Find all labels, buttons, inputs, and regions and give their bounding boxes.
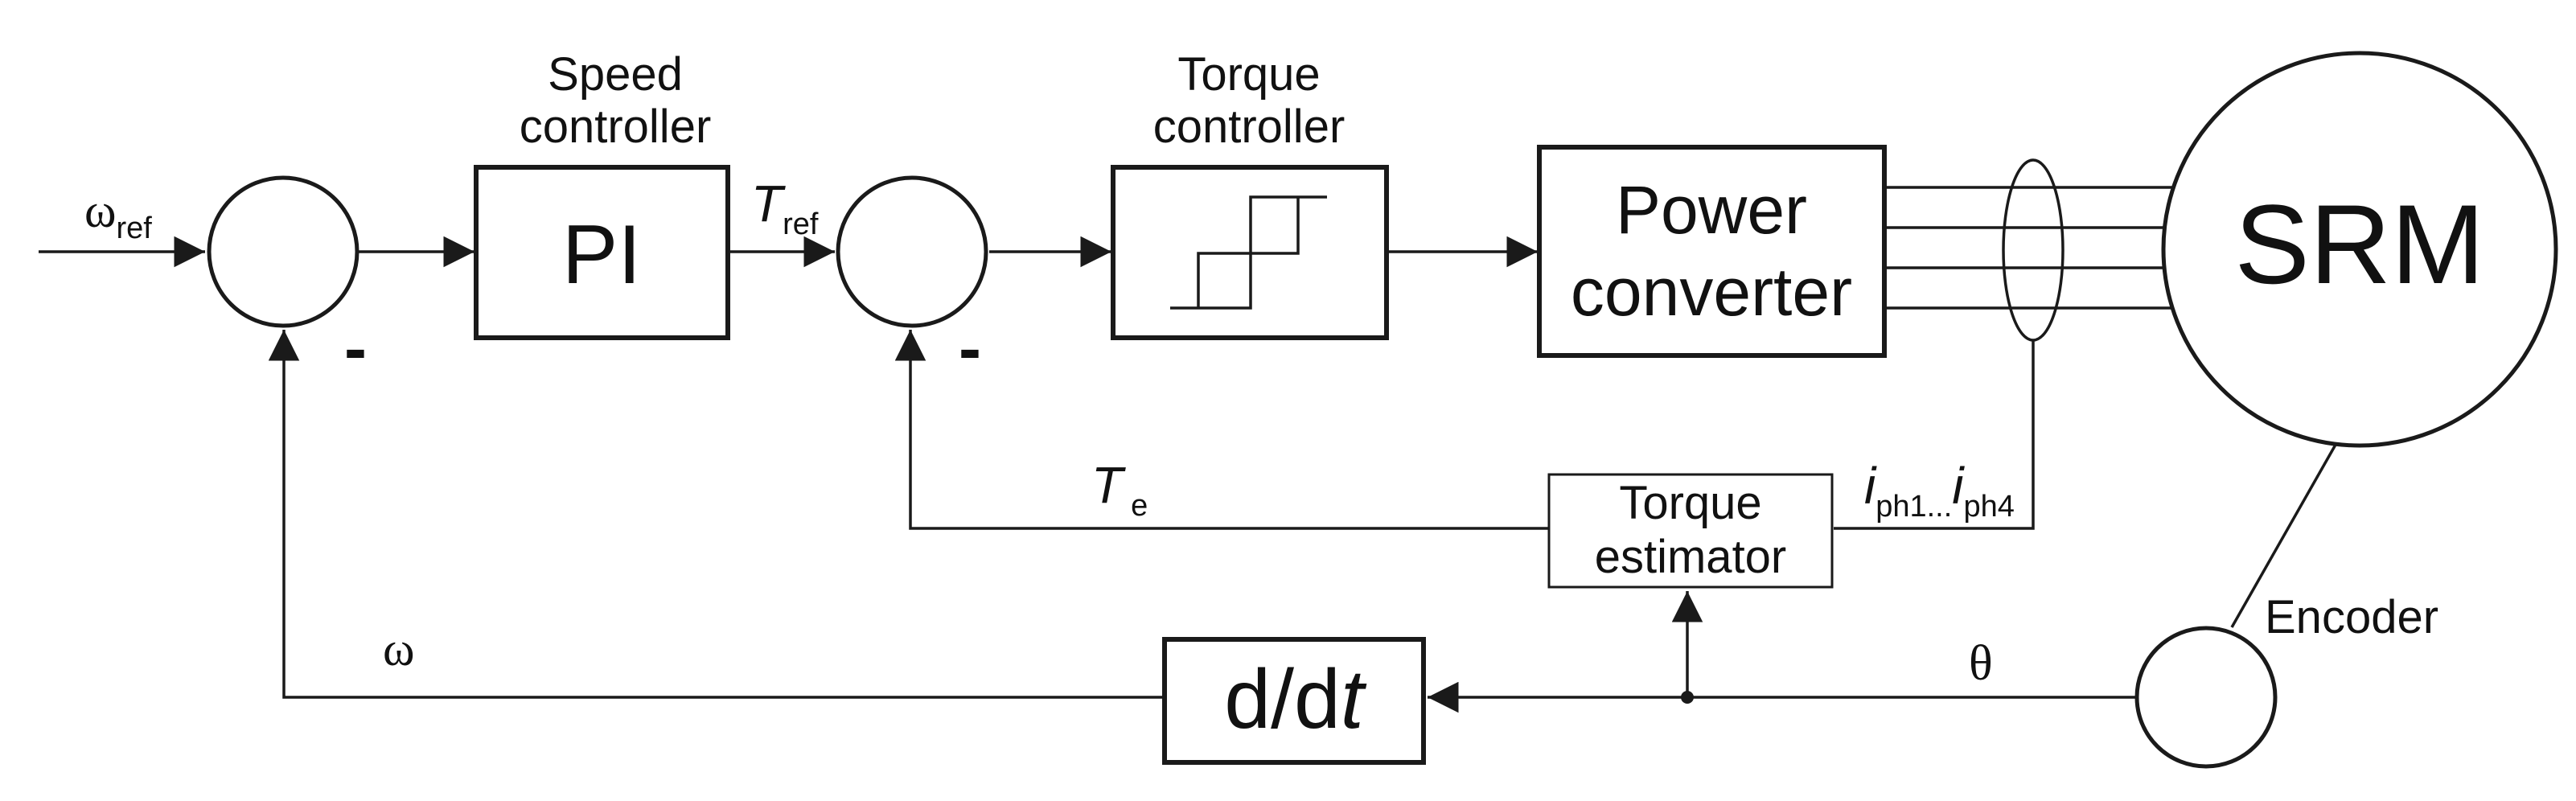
encoder-circle (2134, 626, 2278, 769)
speed-controller-caption-line2: controller (520, 101, 712, 153)
power-converter-block (1537, 145, 1887, 358)
torque-estimator-line2: estimator (1595, 531, 1787, 583)
theta-label: θ (1969, 636, 1993, 691)
pi-label: PI (562, 208, 641, 302)
torque-summing-junction (836, 175, 988, 328)
srm-motor (2161, 51, 2558, 448)
hysteresis-icon (1170, 195, 1327, 310)
omega-label: ω (383, 622, 415, 676)
speed-controller-caption-line1: Speed (548, 48, 683, 101)
phase-current-wire (1834, 340, 2035, 530)
differentiator-block (1162, 637, 1426, 765)
junction-dot (1681, 691, 1694, 704)
te-feedback-wire (894, 330, 1549, 530)
encoder-label: Encoder (2265, 591, 2438, 643)
srm-label: SRM (2234, 181, 2484, 307)
pi-controller-block (474, 165, 730, 340)
omega-ref-label: ωref (84, 184, 152, 245)
speed-minus-sign: - (344, 310, 367, 386)
torque-controller-caption-line2: controller (1153, 101, 1346, 153)
torque-minus-sign: - (959, 310, 981, 386)
omega-feedback-wire (268, 330, 1163, 699)
torque-estimator-line1: Torque (1619, 477, 1761, 529)
phase-currents-label: iph1...iph4 (1864, 457, 2015, 524)
torque-estimator-block (1547, 473, 1834, 589)
t-ref-label: Tref (751, 175, 819, 241)
torque-controller-caption-line1: Torque (1177, 48, 1320, 101)
power-converter-line1: Power (1616, 172, 1807, 248)
speed-summing-junction (207, 175, 359, 328)
differentiator-label: d/dt (1224, 653, 1367, 746)
phase-lines (1886, 186, 2181, 310)
power-converter-line2: converter (1571, 254, 1852, 330)
encoder-shaft (2230, 444, 2337, 628)
